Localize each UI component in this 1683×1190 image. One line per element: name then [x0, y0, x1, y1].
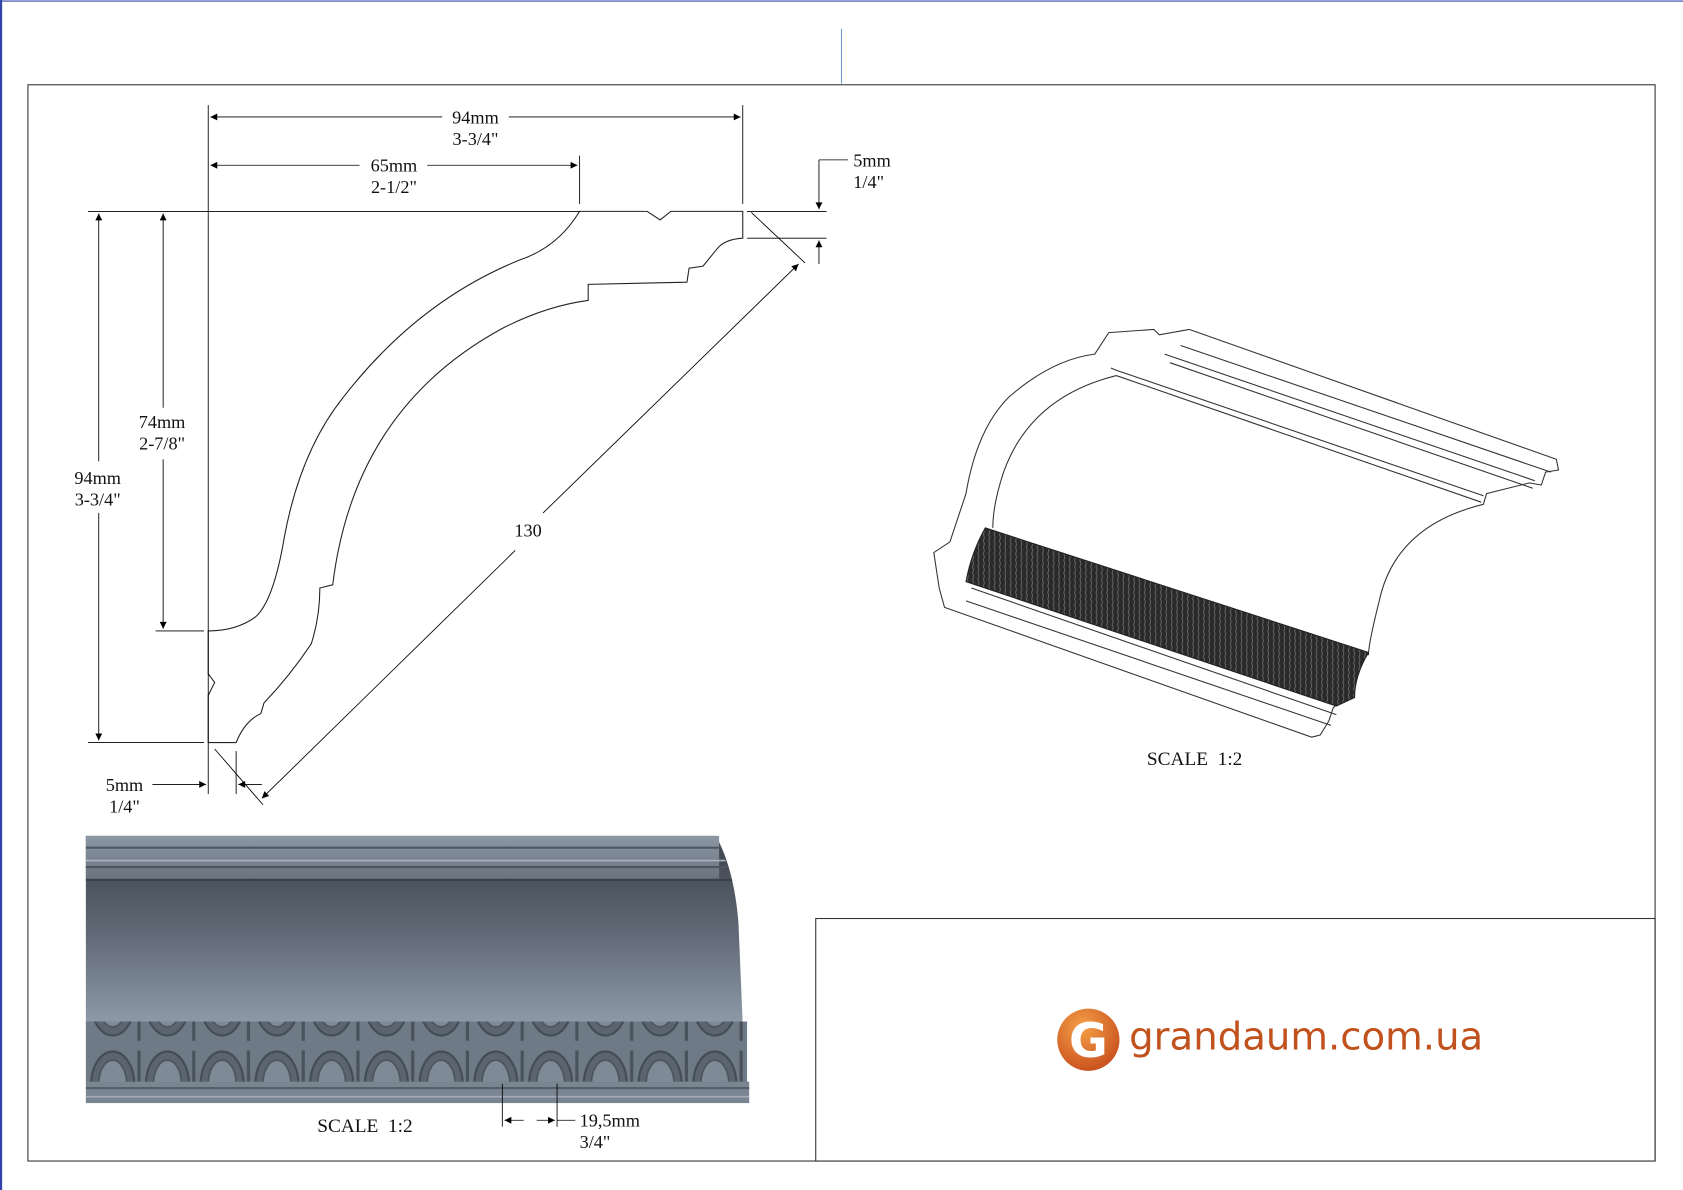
- logo-g-letter: G: [1069, 1014, 1108, 1069]
- dim-top-lip-in: 1/4": [853, 172, 884, 192]
- grandaum-logo: G grandaum.com.ua: [1057, 1008, 1483, 1071]
- pattern-dim-in: 3/4": [580, 1132, 611, 1152]
- dim-diagonal: 130: [514, 521, 541, 541]
- dim-top-width-mm: 94mm: [452, 107, 499, 127]
- iso-ornament-band: [965, 527, 1370, 707]
- pattern-dimension: [501, 1083, 576, 1127]
- pattern-dim-mm: 19,5mm: [580, 1111, 640, 1131]
- logo-text: grandaum.com.ua: [1129, 1014, 1483, 1059]
- dim-top-partial-mm: 65mm: [371, 156, 418, 176]
- isometric-view: [933, 328, 1560, 738]
- dim-top-width-in: 3-3/4": [453, 129, 499, 149]
- dim-left-partial-mm: 74mm: [139, 412, 186, 432]
- title-block: [815, 917, 1656, 1162]
- dim-left-height-in: 3-3/4": [75, 489, 121, 509]
- dim-left-partial-in: 2-7/8": [139, 434, 185, 454]
- dim-bottom-lip-mm: 5mm: [106, 775, 143, 795]
- front-scale-label: SCALE 1:2: [317, 1116, 412, 1137]
- dim-top-lip-mm: 5mm: [853, 150, 890, 170]
- dim-left-height-mm: 94mm: [74, 468, 121, 488]
- dim-top-partial-in: 2-1/2": [371, 177, 417, 197]
- logo-g-icon: [1057, 1008, 1120, 1071]
- dimension-lines: [88, 105, 848, 806]
- iso-scale-label: SCALE 1:2: [1147, 749, 1242, 770]
- profile-section: [207, 210, 744, 744]
- front-render-view: [85, 835, 750, 1104]
- dimension-labels: 94mm 3-3/4" 65mm 2-1/2" 5mm 1/4" 94mm 3-…: [74, 107, 890, 816]
- dim-bottom-lip-in: 1/4": [109, 796, 140, 816]
